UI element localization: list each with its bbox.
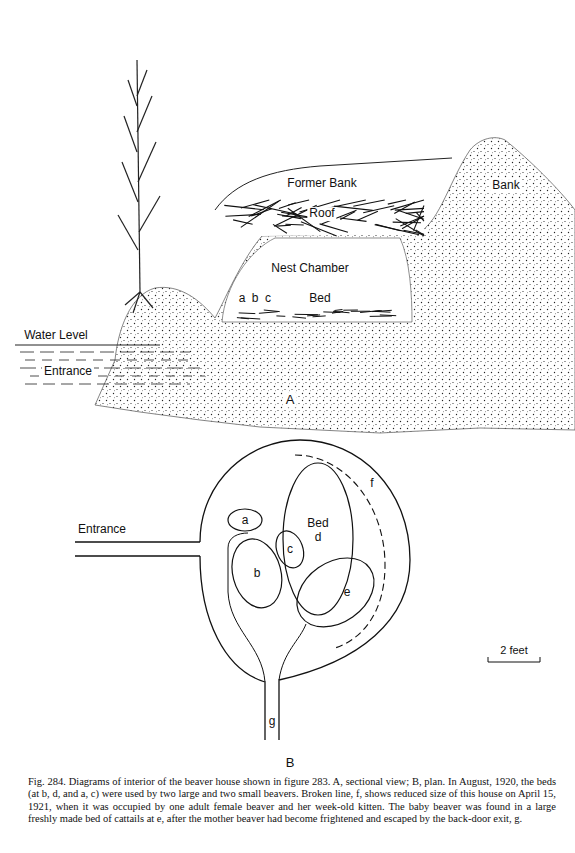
tree [118,60,160,313]
bed-stick [333,311,350,313]
bed-stick [237,318,249,319]
bed-label: Bed [309,291,330,305]
roof-sticks [224,200,424,236]
bed-label: a [239,291,246,305]
callout-letter: f [368,477,375,491]
bed-ellipse-shape [271,527,308,572]
bed-ellipse: e [295,556,376,629]
bed-label: Nest Chamber [271,261,348,275]
bed-stick [351,311,370,312]
roof-stick [391,200,425,210]
bed-stick [276,315,285,316]
chamber-outline [222,236,414,324]
roof-stick [279,203,296,209]
bed-label: c [265,291,271,305]
roof-stick [393,222,421,224]
part-label: Bank [490,179,521,193]
reduced-size-broken-line [295,455,385,648]
roof-stick [320,224,348,232]
bed-label: c [287,542,293,556]
bed-stick [292,317,306,318]
roof-stick [225,214,261,216]
roof-stick [353,200,384,206]
roof-stick [395,208,424,210]
soil-stipple [95,138,575,433]
roof-stick [301,222,337,236]
figure-caption: Fig. 284. Diagrams of interior of the be… [28,776,556,826]
water [15,345,205,384]
part-label: Roof [307,207,336,221]
scale-label: 2 feet [498,644,530,657]
roof-stick [375,225,420,235]
bed-label: b [252,291,259,305]
roof-stick [273,224,287,233]
bed-outline [295,556,376,629]
roof-stick [398,210,424,219]
roof-stick [340,212,355,220]
plan-outline [75,440,410,740]
bed-ellipse-shape [225,533,289,613]
roof-stick [334,206,373,210]
bed-stick [372,311,382,312]
roof-stick [340,218,367,221]
part-label: Entrance [42,365,94,379]
roof-stick [406,212,424,214]
bed-stick [259,312,278,314]
roof-stick [388,200,406,204]
bed-stick [380,314,396,316]
bed-label: Bed [307,516,328,530]
roof-stick [363,206,394,213]
roof-area [215,199,425,237]
figure-letter: B [284,756,297,771]
roof-stick [376,224,401,231]
bed-stick [334,310,342,311]
roof-stick [253,205,297,215]
bed-sticks [237,310,396,320]
chamber-shape [222,238,412,322]
roof-stick [249,200,281,217]
bed-ellipse-shape [228,509,262,531]
roof-stick [233,220,253,224]
figure-letter: A [284,393,297,408]
roof-stick [358,211,378,220]
roof-stick [396,219,424,236]
roof-stick [394,202,415,214]
bed-stick [332,311,343,313]
bed-stick [313,315,326,317]
bed-ellipse: a [226,507,264,533]
roof-stick [416,230,424,235]
bed-label: b [254,566,261,580]
bed-stick [295,314,318,315]
bed-stick [343,310,358,311]
scale-bar [488,657,540,662]
part-label: Water Level [22,329,90,343]
part-label: Former Bank [285,177,358,191]
bed-label: a [242,513,249,527]
bed-label: e [344,585,351,599]
bed-stick [239,312,256,314]
callout-letter: g [268,715,277,729]
bed-ellipse-shape [283,543,386,640]
nest-chamber: Nest Chamber abc Bed [222,236,414,324]
part-label: Entrance [76,523,128,537]
roof-stick [276,225,291,227]
bed-label: d [315,530,322,544]
bed-ellipse-shape [283,463,353,615]
bed-ellipse: c [274,529,306,570]
